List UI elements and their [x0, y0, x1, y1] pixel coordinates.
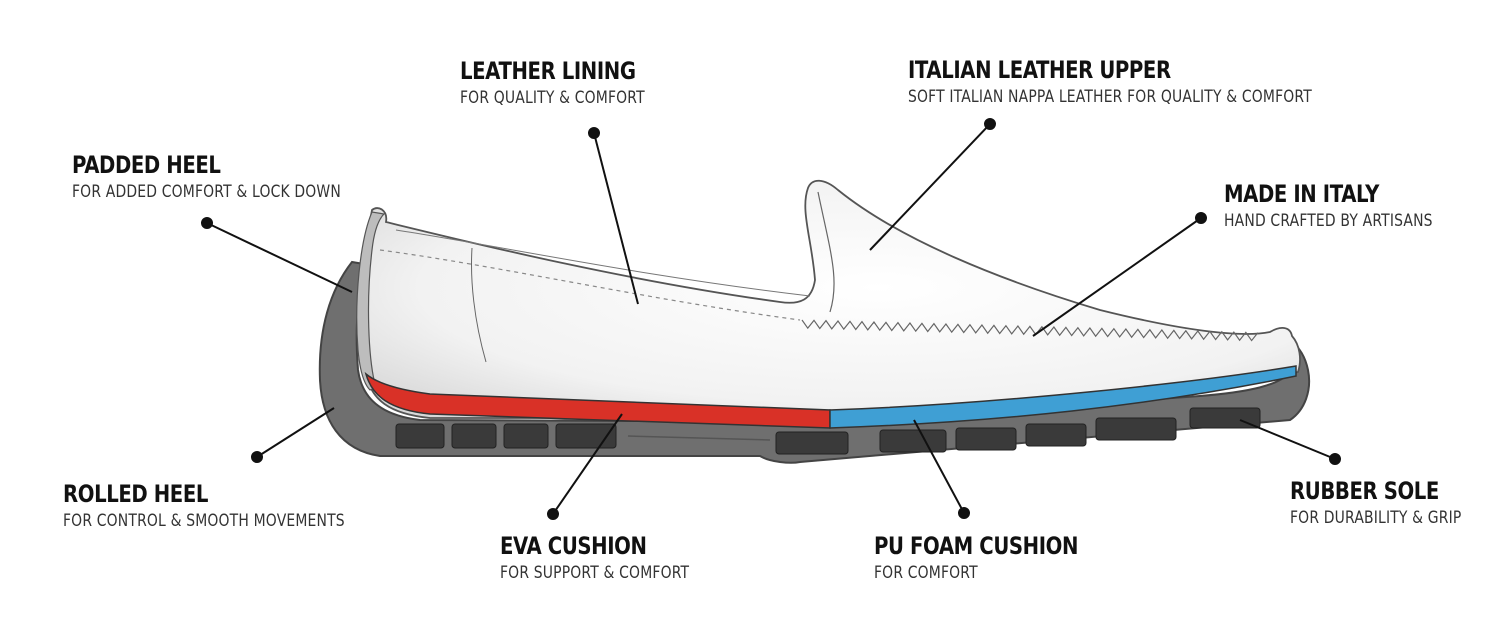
leader-rubber-sole [1239, 419, 1336, 460]
lining-seam-line [471, 247, 487, 363]
dot-rolled-heel [251, 451, 263, 463]
callout-italian-upper: ITALIAN LEATHER UPPER SOFT ITALIAN NAPPA… [908, 55, 1401, 109]
callout-title: MADE IN ITALY [1224, 180, 1379, 208]
callout-title: ROLLED HEEL [63, 480, 208, 508]
dot-rubber-sole [1329, 453, 1341, 465]
pu-foam-cushion-layer [829, 365, 1297, 429]
dot-made-in-italy [1195, 212, 1207, 224]
callout-title: RUBBER SOLE [1290, 477, 1439, 505]
callout-leather-lining: LEATHER LINING FOR QUALITY & COMFORT [460, 56, 685, 110]
callout-subtitle: FOR ADDED COMFORT & LOCK DOWN [72, 182, 341, 202]
callout-subtitle: HAND CRAFTED BY ARTISANS [1224, 211, 1433, 231]
callout-subtitle: FOR DURABILITY & GRIP [1290, 508, 1462, 528]
dot-padded-heel [201, 217, 213, 229]
callout-subtitle: SOFT ITALIAN NAPPA LEATHER FOR QUALITY &… [908, 87, 1312, 107]
leader-made-in-italy [1032, 217, 1202, 337]
callout-rolled-heel: ROLLED HEEL FOR CONTROL & SMOOTH MOVEMEN… [63, 479, 407, 533]
leader-pu-foam [913, 419, 965, 514]
moc-toe-stitching [801, 319, 1259, 342]
sole-midline [627, 435, 771, 441]
callout-made-in-italy: MADE IN ITALY HAND CRAFTED BY ARTISANS [1224, 179, 1479, 233]
leader-rolled-heel [256, 407, 335, 458]
callout-title: PU FOAM CUSHION [874, 532, 1079, 560]
callout-subtitle: FOR SUPPORT & COMFORT [500, 563, 690, 583]
leather-upper [362, 179, 1301, 419]
callout-title: PADDED HEEL [72, 151, 221, 179]
leader-italian-upper [869, 123, 991, 251]
dot-eva-cushion [547, 508, 559, 520]
callout-padded-heel: PADDED HEEL FOR ADDED COMFORT & LOCK DOW… [72, 150, 400, 204]
leader-leather-lining [593, 132, 639, 305]
callout-title: ITALIAN LEATHER UPPER [908, 56, 1171, 84]
dot-pu-foam [958, 507, 970, 519]
lining-heel-line [395, 229, 811, 297]
callout-eva-cushion: EVA CUSHION FOR SUPPORT & COMFORT [500, 531, 731, 585]
callout-subtitle: FOR CONTROL & SMOOTH MOVEMENTS [63, 511, 345, 531]
dot-leather-lining [588, 127, 600, 139]
lining-stitch-line [379, 249, 801, 321]
leader-padded-heel [206, 222, 353, 293]
dot-italian-upper [984, 118, 996, 130]
callout-subtitle: FOR QUALITY & COMFORT [460, 88, 645, 108]
callout-subtitle: FOR COMFORT [874, 563, 978, 583]
rubber-sole-lugs [395, 407, 1261, 455]
callout-pu-foam: PU FOAM CUSHION FOR COMFORT [874, 531, 1123, 585]
leader-eva-cushion [552, 413, 623, 515]
upper-vamp-line [817, 191, 835, 313]
callout-rubber-sole: RUBBER SOLE FOR DURABILITY & GRIP [1290, 476, 1499, 530]
callout-title: EVA CUSHION [500, 532, 647, 560]
callout-title: LEATHER LINING [460, 57, 636, 85]
